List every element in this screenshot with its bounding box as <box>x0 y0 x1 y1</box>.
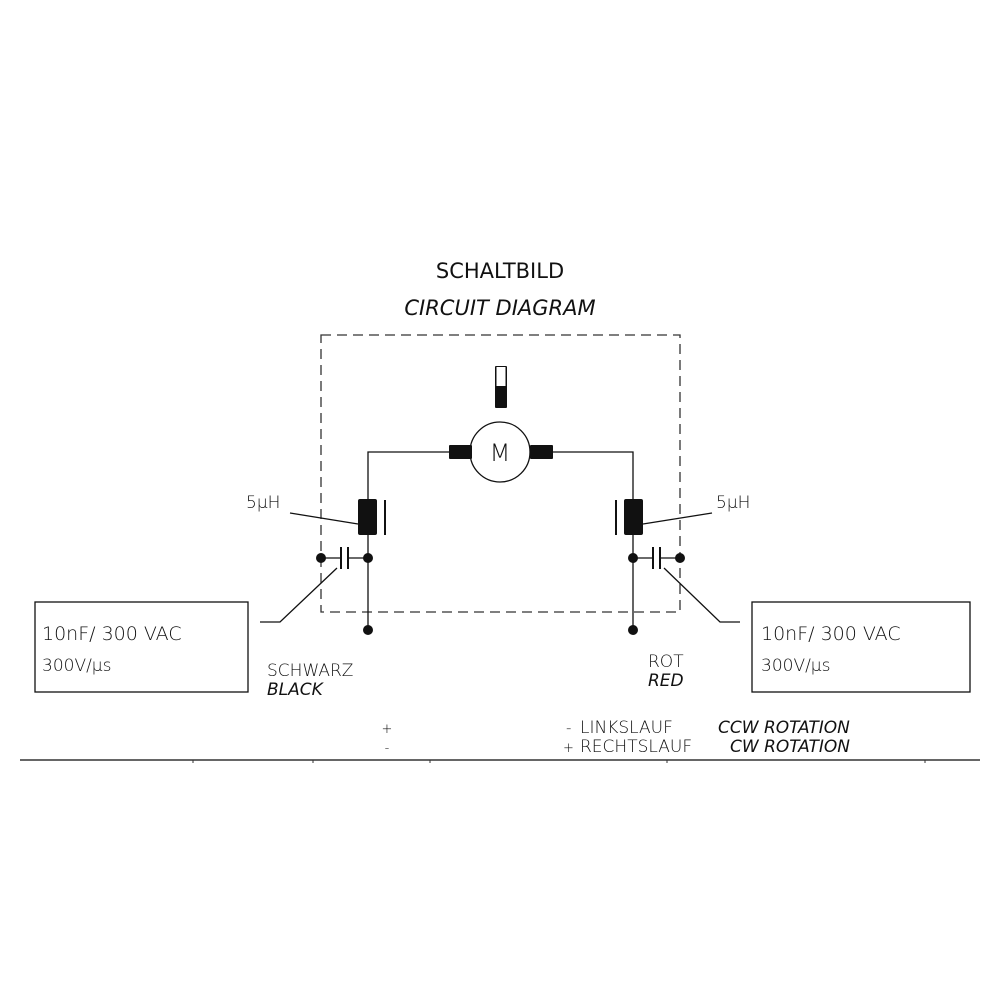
wire-left-label-de: SCHWARZ <box>267 661 353 681</box>
motor-terminal-left <box>449 445 472 459</box>
diagram-title: SCHALTBILD <box>436 259 564 283</box>
polarity-row2-left: - <box>385 741 390 756</box>
capacitor-right <box>652 547 661 569</box>
polarity-row1-left: + <box>382 722 393 737</box>
capacitor-right-rating: 300V/µs <box>761 656 830 676</box>
wire-left-label-en: BLACK <box>267 680 325 700</box>
polarity-row2-de: RECHTSLAUF <box>580 737 692 757</box>
capacitor-right-value: 10nF/ 300 VAC <box>761 623 901 645</box>
motor-terminal-right <box>530 445 553 459</box>
polarity-row1-en: CCW ROTATION <box>718 718 850 738</box>
motor-symbol: M <box>449 421 553 483</box>
capacitor-left-rating: 300V/µs <box>42 656 111 676</box>
polarity-row1-right: - <box>566 719 571 737</box>
polarity-row1-de: LINKSLAUF <box>580 718 673 738</box>
polarity-row2-right: + <box>563 741 574 756</box>
inductor-left <box>358 499 386 535</box>
inductor-right <box>615 499 643 535</box>
brush-indicator-icon <box>495 366 507 408</box>
wire-right-label-de: ROT <box>648 652 684 672</box>
polarity-row2-en: CW ROTATION <box>730 737 850 757</box>
capacitor-left-value: 10nF/ 300 VAC <box>42 623 182 645</box>
capacitor-left <box>340 547 349 569</box>
capacitor-right-box <box>751 601 971 693</box>
motor-label: M <box>490 439 511 467</box>
table-baseline <box>20 759 980 763</box>
inductor-left-label: 5µH <box>246 493 280 513</box>
polarity-table: + - LINKSLAUF CCW ROTATION - + RECHTSLAU… <box>382 718 851 757</box>
inductor-right-label: 5µH <box>716 493 750 513</box>
junction-dots <box>316 553 685 635</box>
wire-right-label-en: RED <box>648 671 684 691</box>
diagram-subtitle: CIRCUIT DIAGRAM <box>404 296 595 320</box>
housing-boundary <box>320 334 681 613</box>
capacitor-left-box <box>34 601 249 693</box>
